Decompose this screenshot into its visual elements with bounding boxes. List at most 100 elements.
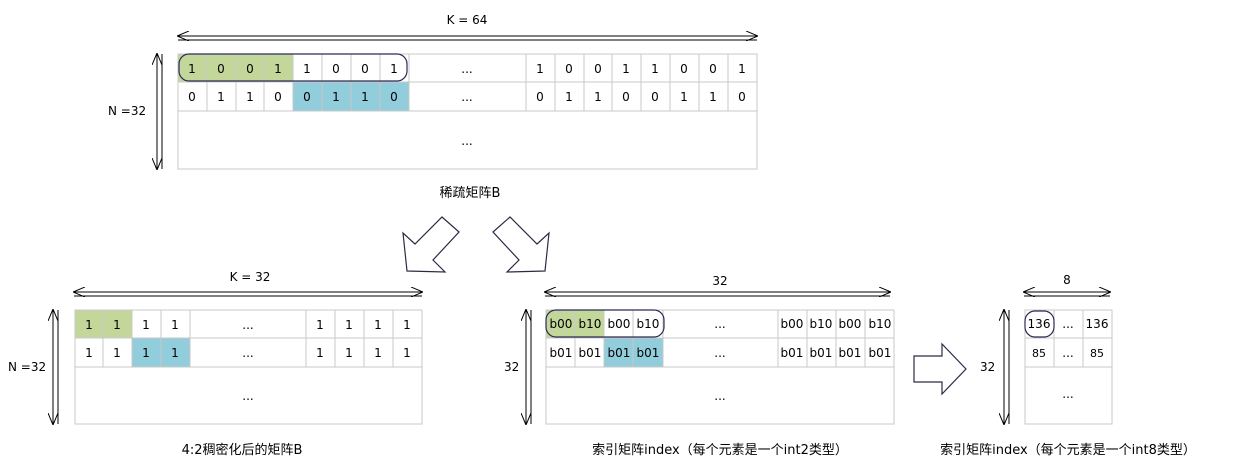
ellipsis: ...: [461, 134, 472, 148]
cell: b10: [637, 317, 660, 331]
k64-label: K = 64: [447, 13, 488, 27]
cell: 0: [274, 90, 282, 104]
ellipsis: ...: [461, 62, 472, 76]
cell: 0: [390, 90, 398, 104]
cell: 1: [113, 346, 121, 360]
cell: 1: [680, 90, 688, 104]
ellipsis: ...: [242, 318, 253, 332]
k32-label: K = 32: [230, 270, 271, 284]
dense-matrix-b: K = 32 N =32 1 1 1 1 ... 1 1 1 1 1 1 1: [8, 270, 422, 458]
cell: 0: [565, 62, 573, 76]
height-label: 32: [980, 360, 995, 374]
cell: ...: [1062, 317, 1073, 331]
caption-index-int2: 索引矩阵index（每个元素是一个int2类型）: [592, 442, 848, 458]
group-outline: [1024, 310, 1055, 338]
cell: 1: [171, 346, 179, 360]
cell: 1: [303, 62, 311, 76]
cell: 1: [345, 346, 353, 360]
n32-label: N =32: [8, 360, 46, 374]
cell: 136: [1086, 317, 1109, 331]
cell: 1: [332, 90, 340, 104]
cell: 0: [188, 90, 196, 104]
cell: 1: [622, 62, 630, 76]
cell: 1: [113, 318, 121, 332]
cell: 1: [594, 90, 602, 104]
cell: 0: [303, 90, 311, 104]
cell: 1: [171, 318, 179, 332]
cell: 1: [390, 62, 398, 76]
cell: 1: [536, 62, 544, 76]
cell: b00: [839, 317, 862, 331]
cell: 1: [361, 90, 369, 104]
n32-label: N =32: [108, 104, 146, 118]
cell: 1: [345, 318, 353, 332]
cell: b01: [579, 346, 602, 360]
cell: 1: [142, 346, 150, 360]
cell: 0: [536, 90, 544, 104]
height-label: 32: [504, 360, 519, 374]
cell: 1: [188, 62, 196, 76]
cell: b01: [637, 346, 660, 360]
ellipsis: ...: [714, 346, 725, 360]
cell: b01: [550, 346, 573, 360]
cell: b10: [579, 317, 602, 331]
cell: 0: [651, 90, 659, 104]
cell: 0: [622, 90, 630, 104]
width-label: 32: [712, 274, 727, 288]
ellipsis: ...: [714, 389, 725, 403]
cell: b00: [608, 317, 631, 331]
cell: b01: [810, 346, 833, 360]
cell: 1: [709, 90, 717, 104]
cell: 1: [274, 62, 282, 76]
cell: 0: [217, 62, 225, 76]
cell: b10: [869, 317, 892, 331]
ellipsis: ...: [714, 317, 725, 331]
caption-index-int8: 索引矩阵index（每个元素是一个int8类型）: [940, 442, 1196, 458]
index-matrix-int2: 32 32 b00 b10 b00 b10 ... b00 b10 b00 b1…: [504, 274, 895, 458]
cell: 1: [374, 318, 382, 332]
cell: 85: [1032, 347, 1046, 360]
group-outline: [545, 309, 665, 338]
cell: b01: [839, 346, 862, 360]
cell: 1: [85, 346, 93, 360]
ellipsis: ...: [1062, 387, 1073, 401]
cell: 1: [738, 62, 746, 76]
cell: 1: [565, 90, 573, 104]
cell: 85: [1090, 347, 1104, 360]
sparse-matrix-b: K = 64 N =32 1 0 0 1 1 0: [108, 13, 757, 201]
cell: 136: [1028, 317, 1051, 331]
cell: 1: [651, 62, 659, 76]
cell: b10: [810, 317, 833, 331]
ellipsis: ...: [461, 90, 472, 104]
down-right-arrow-icon: [492, 216, 550, 273]
cell: 0: [709, 62, 717, 76]
caption-sparse-matrix: 稀疏矩阵B: [440, 186, 501, 201]
group-outline: [178, 53, 408, 82]
cell: 0: [361, 62, 369, 76]
cell: 1: [142, 318, 150, 332]
cell: 1: [403, 318, 411, 332]
cell: 0: [680, 62, 688, 76]
right-arrow-icon: [913, 342, 967, 396]
ellipsis: ...: [242, 389, 253, 403]
cell: 1: [403, 346, 411, 360]
caption-dense-matrix: 4:2稠密化后的矩阵B: [182, 442, 303, 458]
cell: 0: [246, 62, 254, 76]
cell: ...: [1062, 346, 1073, 360]
cell: 1: [246, 90, 254, 104]
cell: b01: [608, 346, 631, 360]
cell: b01: [869, 346, 892, 360]
cell: 0: [738, 90, 746, 104]
cell: 0: [332, 62, 340, 76]
cell: 0: [594, 62, 602, 76]
cell: b00: [781, 317, 804, 331]
ellipsis: ...: [242, 346, 253, 360]
cell: 1: [316, 318, 324, 332]
cell: 1: [316, 346, 324, 360]
cell: 1: [374, 346, 382, 360]
down-left-arrow-icon: [402, 216, 460, 273]
width-label: 8: [1063, 273, 1071, 287]
cell: 1: [217, 90, 225, 104]
cell: b01: [781, 346, 804, 360]
